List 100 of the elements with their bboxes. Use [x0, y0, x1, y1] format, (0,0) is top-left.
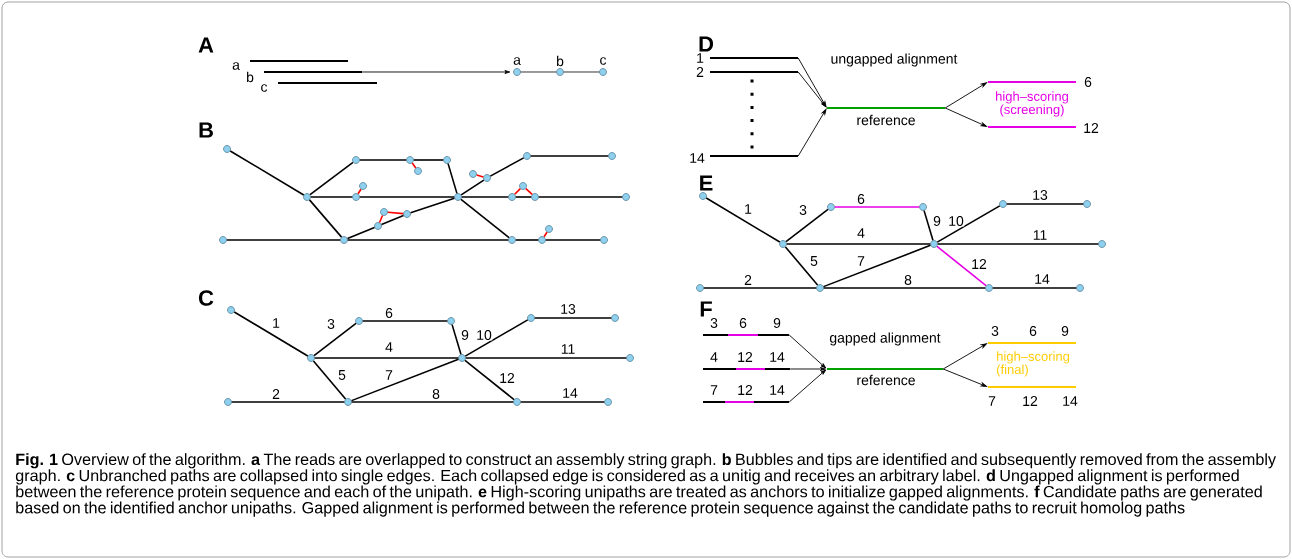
- edge-label: 8: [431, 388, 441, 400]
- line-label: 3: [991, 326, 999, 336]
- graph-edge: [312, 360, 347, 400]
- graph-node: [930, 240, 938, 248]
- graph-node: [508, 193, 516, 201]
- graph-edge: [226, 239, 341, 241]
- edge-label: 14: [1033, 273, 1051, 285]
- arrow: [797, 108, 827, 157]
- arrow: [797, 71, 827, 108]
- edge-label: 13: [1031, 189, 1049, 201]
- edge-label: 9: [460, 329, 470, 341]
- graph-node: [699, 192, 707, 200]
- graph-node: [696, 284, 704, 292]
- graph-edge: [378, 214, 384, 224]
- line-label: reference: [857, 114, 915, 126]
- graph-edge: [229, 150, 305, 196]
- graph-node: [527, 314, 535, 322]
- graph-node: [519, 182, 527, 190]
- edge-label: 7: [384, 369, 394, 381]
- graph-node: [303, 193, 311, 201]
- arrow: [797, 57, 827, 108]
- graph-edge: [785, 208, 829, 243]
- graph-edge: [530, 155, 609, 157]
- edge-label: 12: [498, 372, 516, 384]
- graph-edge: [314, 357, 459, 359]
- arrow: [944, 82, 987, 109]
- graph-edge: [834, 206, 920, 208]
- graph-edge: [520, 401, 605, 403]
- graph-edge: [703, 287, 817, 289]
- arrow: [942, 343, 987, 370]
- arrow: [361, 70, 511, 74]
- graph-node: [483, 174, 491, 182]
- edge-label: 5: [337, 369, 347, 381]
- arrow: [789, 367, 826, 371]
- line-label: 12: [738, 352, 753, 362]
- edge-label: 2: [743, 274, 753, 286]
- graph-edge: [489, 157, 525, 177]
- graph-edge: [937, 243, 1099, 245]
- graph-node: [779, 240, 787, 248]
- graph-node: [223, 145, 231, 153]
- line-label: 9: [1061, 326, 1069, 336]
- graph-edge: [387, 211, 405, 215]
- graph-edge: [465, 357, 627, 359]
- graph-node: [224, 398, 232, 406]
- line-label: reference: [857, 374, 915, 386]
- line-label: 3: [710, 318, 718, 328]
- line-label: 1: [697, 53, 704, 63]
- graph-edge: [823, 287, 986, 289]
- caption: Fig. 1 Overview of the algorithm. a The reads are overlapped to construct an assembly string graph. b Bubbles and tips are identified and subsequently removed from the assembly graph. c Unbranched paths are collapsed into single edges. Each collapsed edge is considered as a unitig and receives an arbitrary label. d Ungapped alignment is performed between the reference protein sequence and each of the unipath. e High-scoring unipaths are treated as anchors to initialize gapped alignments. f Candidate paths are generated based on the identified anchor unipaths. Gapped alignment is performed between the reference protein sequence against the candidate paths to recruit homolog paths: [15, 453, 1276, 517]
- graph-edge: [464, 359, 515, 401]
- node-label: c: [600, 57, 607, 65]
- graph-node: [545, 225, 553, 233]
- panel-letter: D: [699, 36, 714, 52]
- graph-node: [622, 193, 630, 201]
- annotation-text: ungapped alignment: [831, 53, 958, 67]
- panel-letter: F: [700, 301, 712, 317]
- graph-node: [538, 236, 546, 244]
- graph-edge: [923, 209, 934, 242]
- graph-edge: [447, 162, 458, 195]
- edge-label: 3: [798, 204, 808, 216]
- graph-node: [352, 193, 360, 201]
- graph-edge: [534, 317, 612, 319]
- edge-label: 11: [1032, 229, 1048, 241]
- graph-edge: [936, 205, 1001, 243]
- graph-node: [219, 236, 227, 244]
- graph-edge: [233, 311, 309, 357]
- graph-node: [513, 398, 521, 406]
- graph-edge: [538, 196, 623, 198]
- panel-letter: A: [198, 37, 214, 53]
- graph-edge: [309, 161, 354, 196]
- line-label: 7: [710, 385, 718, 395]
- edge-label: 8: [903, 274, 913, 286]
- graph-edge: [545, 239, 601, 241]
- line-label: 12: [1023, 396, 1038, 406]
- graph-edge: [1006, 203, 1084, 205]
- graph-node: [447, 317, 455, 325]
- line-label: 14: [1063, 396, 1078, 406]
- graph-edge: [460, 179, 485, 196]
- graph-edge: [231, 401, 345, 403]
- graph-node: [600, 236, 608, 244]
- graph-node: [406, 156, 414, 164]
- graph-node: [340, 236, 348, 244]
- graph-edge: [460, 198, 510, 239]
- graph-node: [380, 208, 388, 216]
- node-label: a: [513, 57, 521, 65]
- graph-node: [352, 156, 360, 164]
- line-label: 14: [770, 385, 785, 395]
- graph-node: [508, 236, 516, 244]
- graph-node: [443, 156, 451, 164]
- graph-edge: [543, 231, 548, 238]
- edge-label: 2: [271, 388, 281, 400]
- graph-node: [604, 398, 612, 406]
- arrow: [942, 368, 987, 387]
- graph-node: [307, 354, 315, 362]
- graph-node: [531, 193, 539, 201]
- graph-node: [999, 200, 1007, 208]
- graph-node: [403, 210, 411, 218]
- edge-label: 11: [560, 343, 576, 355]
- node-label: b: [557, 55, 564, 67]
- graph-edge: [451, 323, 462, 356]
